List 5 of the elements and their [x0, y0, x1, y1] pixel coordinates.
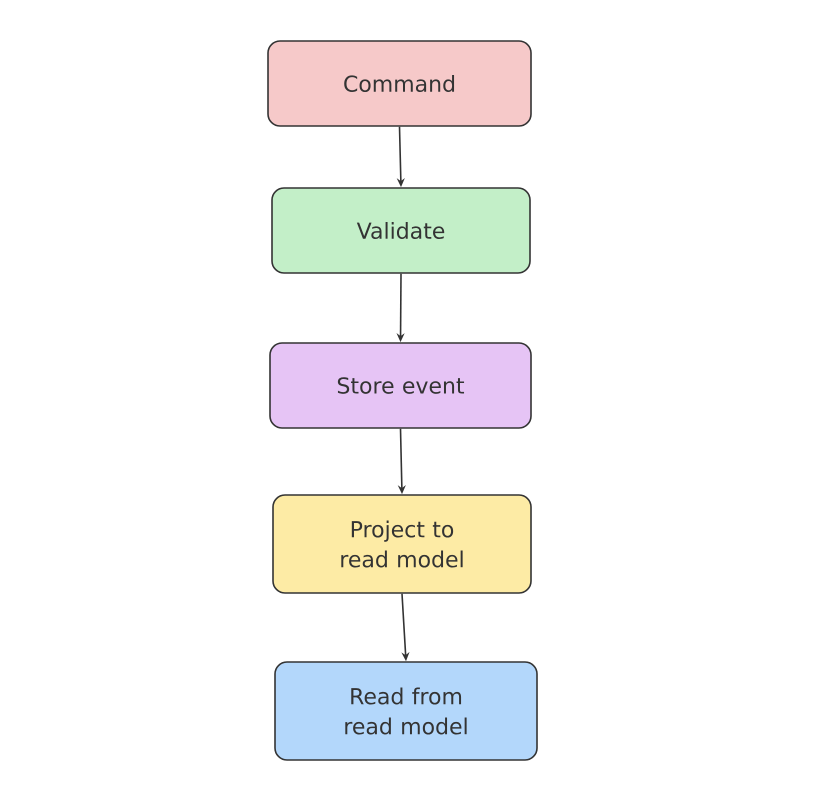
process-box: Command [267, 40, 532, 127]
process-box: Read from read model [274, 661, 538, 761]
process-box: Project to read model [272, 494, 532, 594]
process-box: Validate [271, 187, 531, 274]
process-box: Store event [269, 342, 532, 429]
